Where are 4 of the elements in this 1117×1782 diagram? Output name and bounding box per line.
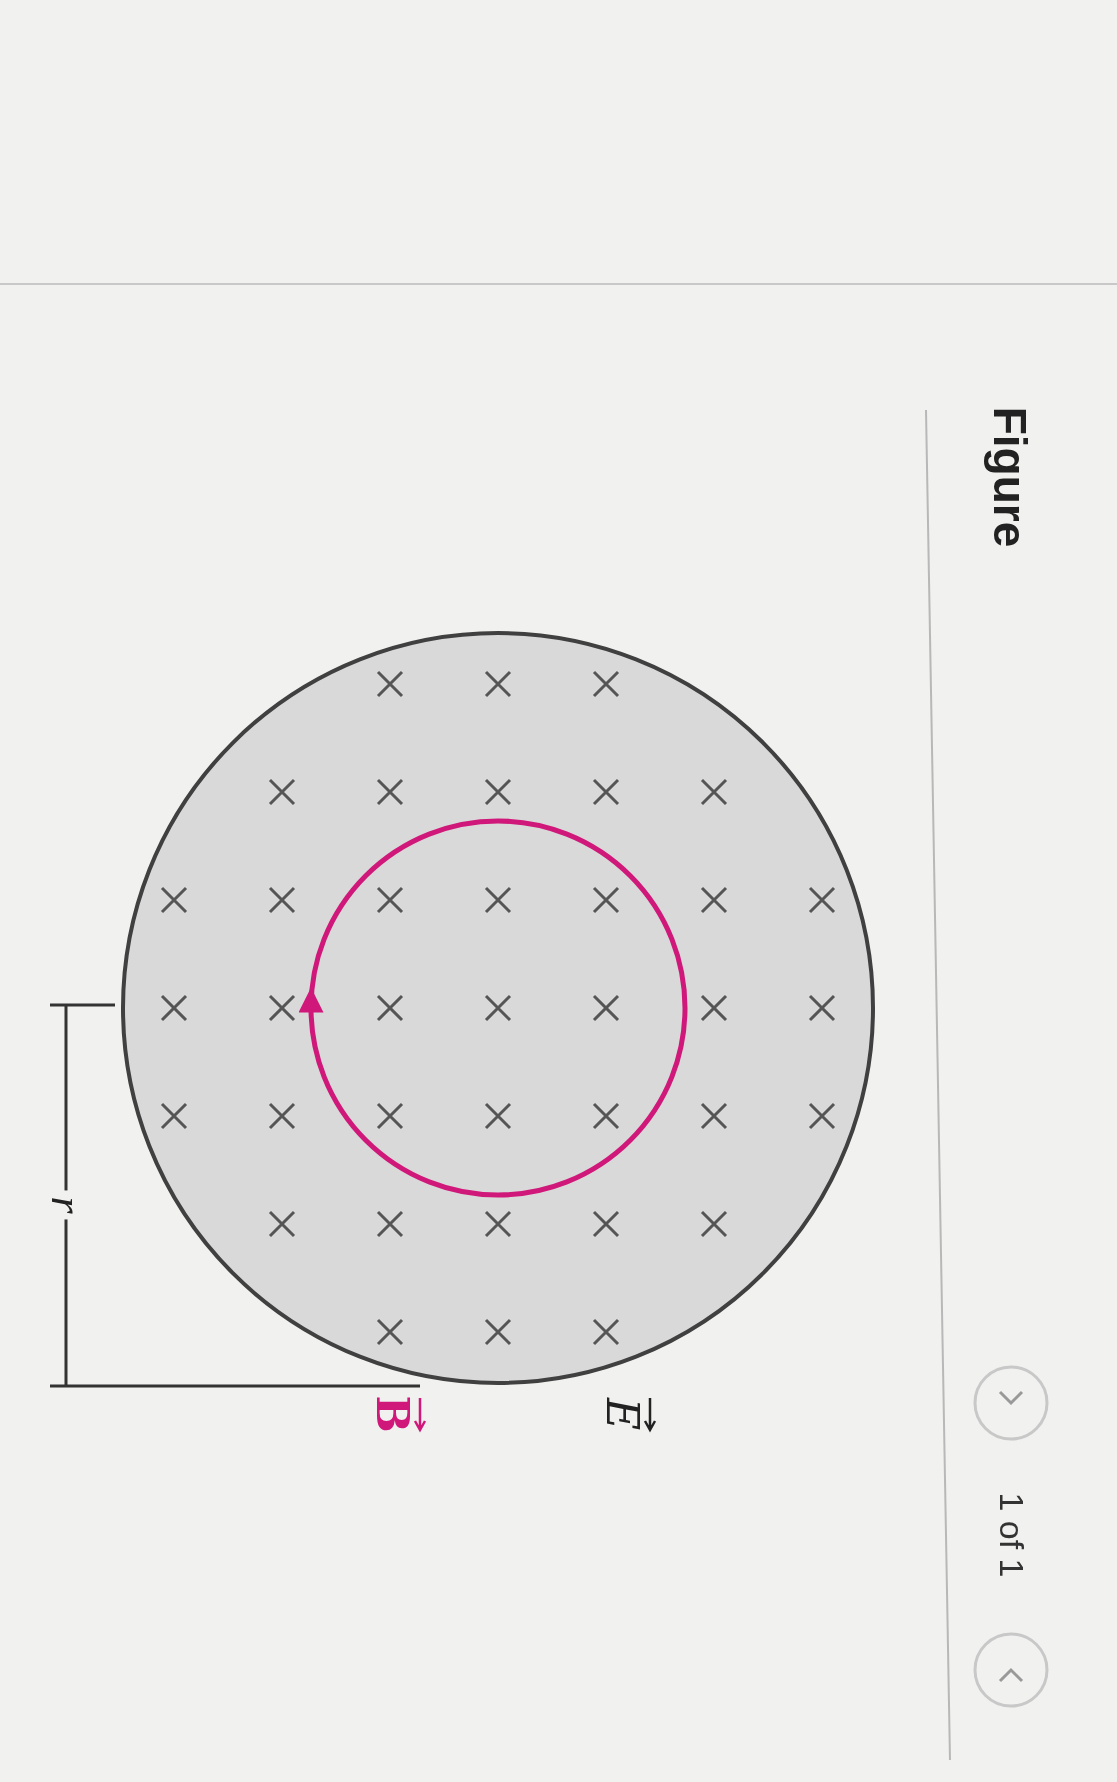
field-label: E xyxy=(596,1397,648,1431)
page-counter: 1 of 1 xyxy=(991,1492,1031,1578)
heading: Figure xyxy=(983,406,1037,548)
field-label: B xyxy=(366,1395,418,1433)
